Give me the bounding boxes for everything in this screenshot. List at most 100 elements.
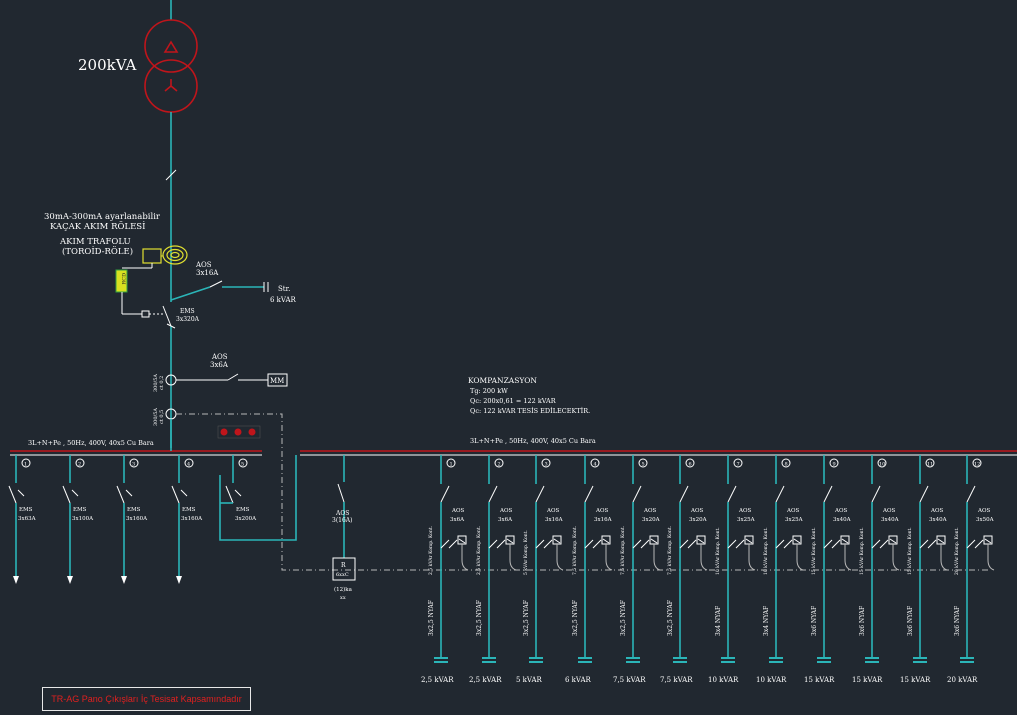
cap-step-cable: 3x2,5 NYAF xyxy=(476,600,483,636)
cap-step-switch-icon xyxy=(775,485,785,503)
cap-step-contactor: 2,5 kVAr Komp. Kont. xyxy=(428,525,434,575)
feeder-number-circle xyxy=(184,458,194,468)
comp-title: KOMPANZASYON xyxy=(468,376,537,385)
contactor-coil-mark xyxy=(458,538,466,544)
contactor-icon xyxy=(871,539,889,549)
contactor-coil-mark xyxy=(697,538,705,544)
cap-step-cable: 3x6 NYAF xyxy=(859,606,866,636)
cap-step-number: 3 xyxy=(545,462,548,468)
contactor-control-wire xyxy=(700,544,708,571)
contactor-icon xyxy=(632,539,650,549)
feeder-breaker-mark xyxy=(17,489,25,497)
star-symbol-icon xyxy=(164,79,178,92)
cap-step-number-circle xyxy=(972,458,982,468)
contactor-control-wire xyxy=(461,544,469,571)
main-breaker-rating: 3x320A xyxy=(176,316,200,323)
cap-step-rating: 3x16A xyxy=(545,517,564,523)
feeder-number-circle xyxy=(238,458,248,468)
feeder-type: EMS xyxy=(19,507,33,513)
feeder-breaker-mark xyxy=(234,489,242,497)
cap-step-kvar: 7,5 kVAR xyxy=(613,676,646,684)
output-arrow-icon xyxy=(13,576,19,584)
cap-step-number-circle xyxy=(925,458,935,468)
cap-step-rating: 3x40A xyxy=(881,517,900,523)
feeder-rating: 3x160A xyxy=(181,516,203,522)
cap-step-kvar: 2,5 kVAR xyxy=(469,676,502,684)
fixed-comp-feed xyxy=(170,286,211,301)
contactor-icon xyxy=(823,539,841,549)
feeder-rating: 3x63A xyxy=(18,516,37,522)
contactor-icon xyxy=(440,539,458,549)
cap-step-type: AOS xyxy=(930,508,943,514)
cap-step-contactor: 7,5 kVAr Komp. Kont. xyxy=(572,525,578,575)
fixed-comp-switch-icon xyxy=(209,280,223,288)
feeder-rating: 3x160A xyxy=(126,516,148,522)
cap-step-type: AOS xyxy=(786,508,799,514)
cap-step-switch-icon xyxy=(727,485,737,503)
feeder-breaker-mark xyxy=(71,489,79,497)
output-arrow-icon xyxy=(67,576,73,584)
transformer-rating: 200kVA xyxy=(78,56,137,74)
multimeter-box xyxy=(267,373,288,387)
feeder-number-circle xyxy=(75,458,85,468)
cap-step-number: 8 xyxy=(785,462,788,468)
cap-step-switch-icon xyxy=(919,485,929,503)
cable-tick xyxy=(165,169,177,181)
bus-left-label: 3L+N+Pe , 50Hz, 400V, 40x5 Cu Bara xyxy=(28,439,154,447)
fixed-comp-cap: Str. xyxy=(278,285,290,293)
feeder-type: EMS xyxy=(236,507,250,513)
output-arrow-icon xyxy=(176,576,182,584)
cap-step-contactor: 15 kVAr Komp. Kont. xyxy=(811,527,817,575)
cap-step-cable: 3x4 NYAF xyxy=(763,606,770,636)
leakage-text-4: (TOROİD-RÖLE) xyxy=(62,245,133,257)
cap-step-kvar: 15 kVAR xyxy=(804,676,835,684)
cap-step-kvar: 5 kVAR xyxy=(516,676,543,684)
cap-step-number-circle xyxy=(541,458,551,468)
cap-step-rating: 3x20A xyxy=(642,517,661,523)
feeder-type: EMS xyxy=(182,507,196,513)
cap-step-cable: 3x4 NYAF xyxy=(715,606,722,636)
control-signal-line xyxy=(176,413,990,571)
contactor-coil-mark xyxy=(553,538,561,544)
bus-right-label: 3L+N+Pe , 50Hz, 400V, 40x5 Cu Bara xyxy=(470,437,596,445)
cap-step-number: 4 xyxy=(594,462,597,468)
cap-step-switch-icon xyxy=(679,485,689,503)
cap-step-contactor: 2,5 kVAr Komp. Kont. xyxy=(476,525,482,575)
cap-step-number-circle xyxy=(781,458,791,468)
cap-step-kvar: 15 kVAR xyxy=(900,676,931,684)
feeder-breaker-icon xyxy=(62,485,71,504)
contactor-coil-mark xyxy=(793,538,801,544)
cap-step-number: 10 xyxy=(879,462,885,468)
cap-step-kvar: 2,5 kVAR xyxy=(421,676,454,684)
rcd-relay-label: RCD xyxy=(122,273,128,285)
cap-step-contactor: 15 kVAr Komp. Kont. xyxy=(907,527,913,575)
bus-coupling-line xyxy=(219,455,297,541)
cap-step-rating: 3x40A xyxy=(929,517,948,523)
contactor-icon xyxy=(727,539,745,549)
feeder-number-circle xyxy=(21,458,31,468)
comp-line3: Qc: 122 kVAR TESİS EDİLECEKTİR. xyxy=(470,406,590,415)
ct2-class: ct 0,5 xyxy=(159,410,165,424)
cap-step-contactor: 20 kVAr Komp. Kont. xyxy=(954,527,960,575)
reg-feeder-type: AOS xyxy=(335,510,349,517)
cap-step-rating: 3x25A xyxy=(785,517,804,523)
contactor-control-wire xyxy=(653,544,661,571)
cap-step-cable: 3x2,5 NYAF xyxy=(523,600,530,636)
cap-step-type: AOS xyxy=(738,508,751,514)
multimeter-label: MM xyxy=(270,377,284,385)
meter-rating: 3x6A xyxy=(210,361,229,369)
cap-step-number-circle xyxy=(638,458,648,468)
contactor-coil-mark xyxy=(602,538,610,544)
cap-step-kvar: 20 kVAR xyxy=(947,676,978,684)
cap-step-cable: 3x6 NYAF xyxy=(907,606,914,636)
cap-step-number-circle xyxy=(733,458,743,468)
output-arrow-icon xyxy=(121,576,127,584)
comp-line1: Tg: 200 kW xyxy=(470,387,508,395)
cap-step-number-circle xyxy=(494,458,504,468)
cap-step-type: AOS xyxy=(643,508,656,514)
phase-lamps xyxy=(217,425,261,439)
contactor-icon xyxy=(535,539,553,549)
main-breaker-type: EMS xyxy=(180,308,195,315)
cap-step-number: 2 xyxy=(498,462,501,468)
